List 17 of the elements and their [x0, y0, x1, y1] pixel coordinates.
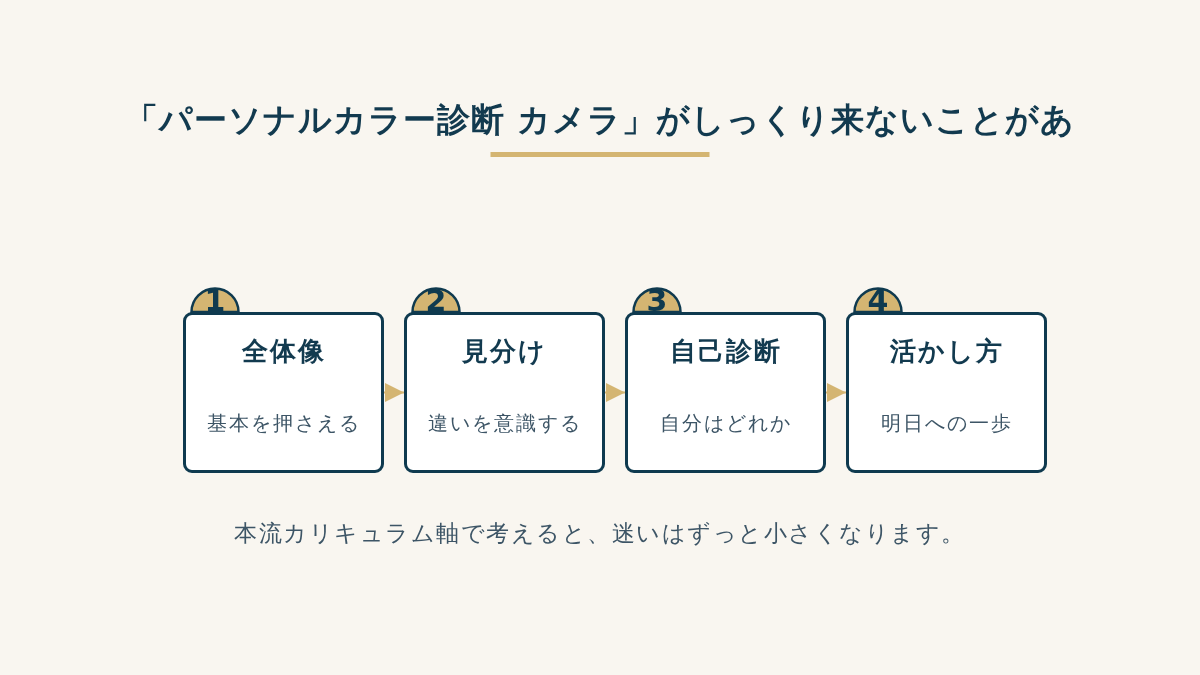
- step-description: 違いを意識する: [427, 410, 582, 436]
- caption-text: 本流カリキュラム軸で考えると、迷いはずっと小さくなります。: [234, 519, 966, 548]
- arrow: [383, 383, 405, 402]
- step-description: 基本を押さえる: [206, 410, 361, 436]
- step-number: 3: [646, 285, 668, 317]
- step-title: 活かし方: [889, 335, 1004, 367]
- step-description: 明日への一歩: [880, 410, 1013, 436]
- step-description: 自分はどれか: [659, 410, 792, 436]
- step-number: 1: [204, 285, 226, 317]
- arrow: [604, 383, 626, 402]
- arrow: [825, 383, 847, 402]
- step-title: 全体像: [241, 335, 326, 367]
- step-title: 見分け: [462, 335, 547, 367]
- step-title: 自己診断: [669, 335, 782, 367]
- step-number: 2: [425, 285, 447, 317]
- page-title: 「パーソナルカラー診断 カメラ」がしっくり来ないことがあ: [124, 99, 1076, 141]
- step-number: 4: [867, 285, 889, 317]
